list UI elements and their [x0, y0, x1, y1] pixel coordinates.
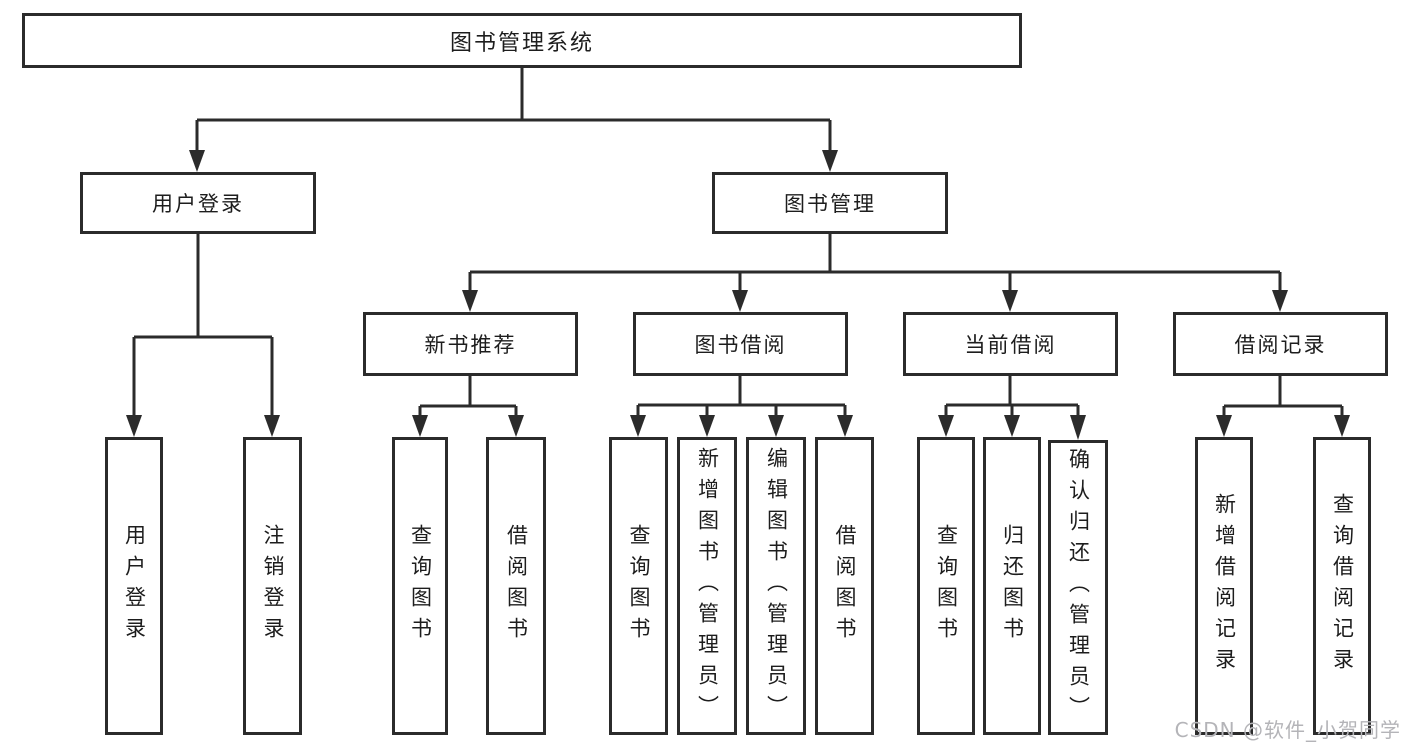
csdn-watermark: CSDN @软件_小贺同学: [1174, 718, 1401, 742]
arrow-icon: [1272, 290, 1288, 312]
node-label: 当前借阅: [964, 333, 1057, 357]
node-label: 查询图书: [627, 524, 651, 648]
leaf-query-borrow-record: 查询借阅记录: [1313, 437, 1371, 735]
leaf-add-borrow-record: 新增借阅记录: [1195, 437, 1253, 735]
arrow-icon: [630, 415, 646, 437]
connector-records-to-children: [1222, 376, 1344, 417]
arrow-icon: [126, 415, 142, 437]
node-label: 确认归还（管理员）: [1066, 448, 1091, 727]
leaf-query-books-2: 查询图书: [609, 437, 668, 735]
arrow-icon: [508, 415, 524, 437]
node-label: 借阅图书: [504, 524, 529, 648]
arrow-icon: [264, 415, 280, 437]
node-label: 归还图书: [1000, 524, 1025, 648]
leaf-query-books-1: 查询图书: [392, 437, 448, 735]
arrow-icon: [189, 150, 205, 172]
leaf-user-login: 用户登录: [105, 437, 163, 735]
node-new-book-recommend: 新书推荐: [363, 312, 578, 376]
node-label: 编辑图书（管理员）: [764, 446, 789, 726]
arrow-icon: [1216, 415, 1232, 437]
node-library-system: 图书管理系统: [22, 13, 1022, 68]
leaf-borrow-books-1: 借阅图书: [486, 437, 546, 735]
arrow-icon: [768, 415, 784, 437]
node-user-login: 用户登录: [80, 172, 316, 234]
node-label: 新增借阅记录: [1212, 493, 1237, 679]
connector-current-to-children: [944, 376, 1080, 417]
node-label: 图书借阅: [694, 333, 787, 357]
arrow-icon: [1002, 290, 1018, 312]
node-label: 图书管理系统: [449, 30, 594, 56]
connector-bookmgmt-to-level3: [468, 234, 1282, 292]
node-borrowing-records: 借阅记录: [1173, 312, 1388, 376]
arrow-icon: [837, 415, 853, 437]
node-label: 查询借阅记录: [1330, 493, 1355, 679]
node-label: 借阅记录: [1234, 333, 1327, 357]
arrow-icon: [1070, 415, 1086, 440]
node-label: 用户登录: [122, 524, 147, 648]
arrow-icon: [822, 150, 838, 172]
arrow-icon: [412, 415, 428, 437]
leaf-confirm-return-admin: 确认归还（管理员）: [1048, 440, 1108, 735]
node-label: 用户登录: [152, 192, 244, 216]
node-book-management: 图书管理: [712, 172, 948, 234]
leaf-borrow-books-2: 借阅图书: [815, 437, 874, 735]
arrow-icon: [732, 290, 748, 312]
node-label: 注销登录: [261, 524, 285, 648]
arrowheads: [126, 150, 1350, 440]
arrow-icon: [462, 290, 478, 312]
leaf-edit-books-admin: 编辑图书（管理员）: [746, 437, 806, 735]
leaf-add-books-admin: 新增图书（管理员）: [677, 437, 737, 735]
node-current-borrowing: 当前借阅: [903, 312, 1118, 376]
node-label: 新增图书（管理员）: [695, 446, 720, 726]
leaf-return-books: 归还图书: [983, 437, 1041, 735]
arrow-icon: [699, 415, 715, 437]
leaf-logout: 注销登录: [243, 437, 302, 735]
connector-newbooks-to-children: [418, 376, 518, 417]
node-label: 查询图书: [408, 524, 433, 648]
arrow-icon: [1334, 415, 1350, 437]
connector-root-to-level2: [195, 68, 832, 152]
node-label: 借阅图书: [833, 524, 857, 648]
node-label: 图书管理: [784, 192, 876, 216]
node-label: 查询图书: [934, 524, 959, 648]
node-book-borrowing: 图书借阅: [633, 312, 848, 376]
arrow-icon: [938, 415, 954, 437]
connector-borrowing-to-children: [636, 376, 847, 417]
leaf-query-books-3: 查询图书: [917, 437, 975, 735]
node-label: 新书推荐: [424, 333, 517, 357]
connector-userlogin-to-children: [132, 234, 274, 417]
arrow-icon: [1004, 415, 1020, 437]
